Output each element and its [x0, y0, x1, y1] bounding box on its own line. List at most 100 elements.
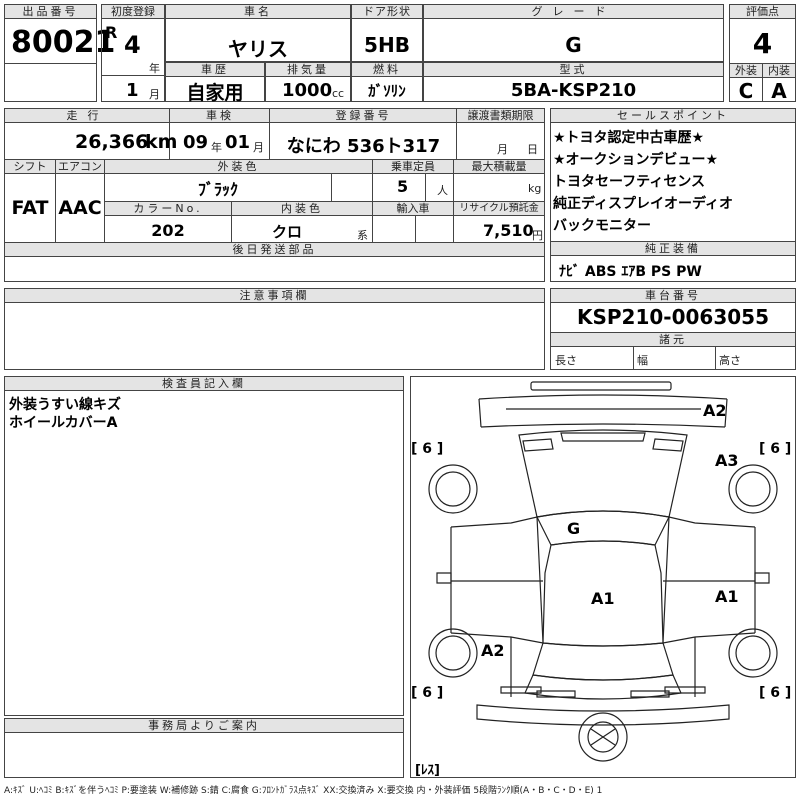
recycle-label: リサイクル預託金 [454, 202, 544, 216]
history-box: 車歴 自家用 [165, 62, 265, 104]
notes-box: 注意事項欄 [4, 288, 545, 370]
tire-front-left: [ 6 ] [411, 441, 444, 457]
air-conditioner: AAC [58, 197, 102, 219]
first-reg-label: 初度登録 [102, 5, 164, 19]
interior-color-label: 内装色 [232, 202, 372, 216]
transfer-label: 譲渡書類期限 [457, 109, 544, 123]
spare-tire-label: [ﾚｽ] [415, 763, 440, 778]
door-box: ドア形状 5HB [351, 4, 423, 62]
car-name-label: 車名 [166, 5, 350, 19]
sales-points-box: セールスポイント ★トヨタ認定中古車歴★ ★オークションデビュー★ トヨタセーフ… [550, 108, 796, 282]
inspection-month: 01 [225, 132, 251, 153]
displacement-box: 排気量 1000 cc [265, 62, 351, 102]
plate-number: なにわ 536ト317 [286, 136, 441, 157]
ext-grade-label: 外装 [730, 64, 762, 78]
height-label: 高さ [719, 354, 741, 367]
inspector-note-2: ホイールカバーA [9, 415, 118, 431]
tire-rear-right: [ 6 ] [759, 685, 792, 701]
dimensions-label: 諸元 [551, 333, 795, 347]
door-type: 5HB [364, 33, 410, 57]
displacement-unit: cc [332, 87, 345, 100]
legend: A:ｷｽﾞ U:ﾍｺﾐ B:ｷｽﾞを伴うﾍｺﾐ P:要塗装 W:補修跡 S:錆 … [4, 786, 603, 796]
capacity-unit: 人 [437, 184, 448, 197]
recycle-fee: 7,510 [483, 221, 534, 240]
fuel: ｶﾞｿﾘﾝ [368, 82, 406, 100]
int-grade: A [771, 79, 787, 103]
score-box: 評価点 4 外装 内装 C A [729, 4, 796, 103]
damage-code-rear-left-quarter: A2 [481, 641, 505, 660]
tire-front-right: [ 6 ] [759, 441, 792, 457]
inspector-note-1: 外装うすい線キズ [9, 397, 121, 413]
grade: G [565, 33, 582, 57]
inspection-label: 車検 [170, 109, 270, 123]
interior-color-unit: 系 [357, 229, 368, 242]
first-reg-era: R [105, 23, 118, 42]
first-reg-year: 4 [124, 31, 141, 59]
color-number: 202 [151, 221, 185, 240]
fuel-box: 燃料 ｶﾞｿﾘﾝ [351, 62, 423, 102]
first-reg-year-unit: 年 [149, 62, 160, 75]
sales-point-4: 純正ディスプレイオーディオ [553, 196, 734, 212]
sales-point-1: ★トヨタ認定中古車歴★ [553, 130, 705, 146]
ext-grade: C [738, 79, 754, 103]
equipment-label: 純正装備 [551, 242, 795, 256]
door-label: ドア形状 [352, 5, 422, 19]
office-label: 事務局よりご案内 [5, 719, 403, 733]
car-diagram [411, 377, 795, 777]
shift-label: シフト [5, 160, 55, 174]
first-reg-month-unit: 月 [149, 88, 160, 101]
recycle-unit: 円 [532, 229, 543, 242]
damage-code-windshield: G [567, 519, 581, 538]
mileage: 26,366 [75, 131, 149, 153]
lot-box: 出品番号 80021 [4, 4, 115, 102]
load-unit: kg [528, 182, 542, 195]
history-label: 車歴 [166, 63, 264, 77]
history: 自家用 [186, 82, 244, 104]
chassis-number: KSP210-0063055 [576, 305, 770, 329]
car-name: ヤリス [228, 37, 288, 61]
sales-point-2: ★オークションデビュー★ [553, 152, 719, 168]
damage-code-right-door: A1 [715, 587, 739, 606]
model-box: 型式 5BA-KSP210 [423, 62, 724, 102]
score: 4 [752, 27, 773, 60]
equipment: ﾅﾋﾞ ABS ｴｱB PS PW [559, 264, 702, 280]
interior-color: クロ [271, 223, 302, 241]
mileage-label: 走行 [5, 109, 170, 123]
plate-label: 登録番号 [270, 109, 457, 123]
inspection-year-unit: 年 [211, 141, 222, 154]
mileage-unit: km [145, 131, 178, 153]
grade-box: グレード G [423, 4, 724, 62]
first-reg-month: 1 [126, 80, 139, 101]
capacity-label: 乗車定員 [373, 160, 453, 174]
inspector-label: 検査員記入欄 [5, 377, 403, 391]
import-label: 輸入車 [373, 202, 453, 216]
lot-label: 出品番号 [5, 5, 96, 19]
inspection-month-unit: 月 [253, 141, 264, 154]
ac-label: エアコン [56, 160, 104, 174]
transfer-day: 日 [527, 143, 538, 156]
exterior-color: ﾌﾞﾗｯｸ [197, 180, 238, 199]
load-label: 最大積載量 [454, 160, 544, 174]
car-name-box: 車名 ヤリス [165, 4, 351, 62]
damage-code-front-bumper: A2 [703, 401, 727, 420]
sales-point-3: トヨタセーフティセンス [553, 174, 706, 190]
first-reg-box: 初度登録 R 4 年 1 月 [101, 4, 165, 102]
info-table: 走行 車検 登録番号 譲渡書類期限 26,366 km 09 年 01 月 なに… [4, 108, 545, 282]
model-label: 型式 [424, 63, 723, 77]
sales-points-label: セールスポイント [551, 109, 795, 123]
color-label: 外装色 [105, 160, 372, 174]
model: 5BA-KSP210 [510, 80, 637, 101]
later-parts-label: 後日発送部品 [5, 243, 544, 257]
score-label: 評価点 [730, 5, 795, 19]
color-no-label: カラーNo. [105, 202, 231, 216]
displacement: 1000 [282, 80, 333, 101]
notes-label: 注意事項欄 [5, 289, 544, 303]
capacity: 5 [397, 177, 409, 196]
transfer-month: 月 [497, 143, 508, 156]
int-grade-label: 内装 [763, 64, 795, 78]
tire-rear-left: [ 6 ] [411, 685, 444, 701]
damage-code-roof: A1 [591, 589, 615, 608]
chassis-label: 車台番号 [551, 289, 795, 303]
displacement-label: 排気量 [266, 63, 350, 77]
car-diagram-box: A2 A3 G A1 A1 A2 [ 6 ] [ 6 ] [ 6 ] [ 6 ]… [410, 376, 796, 778]
